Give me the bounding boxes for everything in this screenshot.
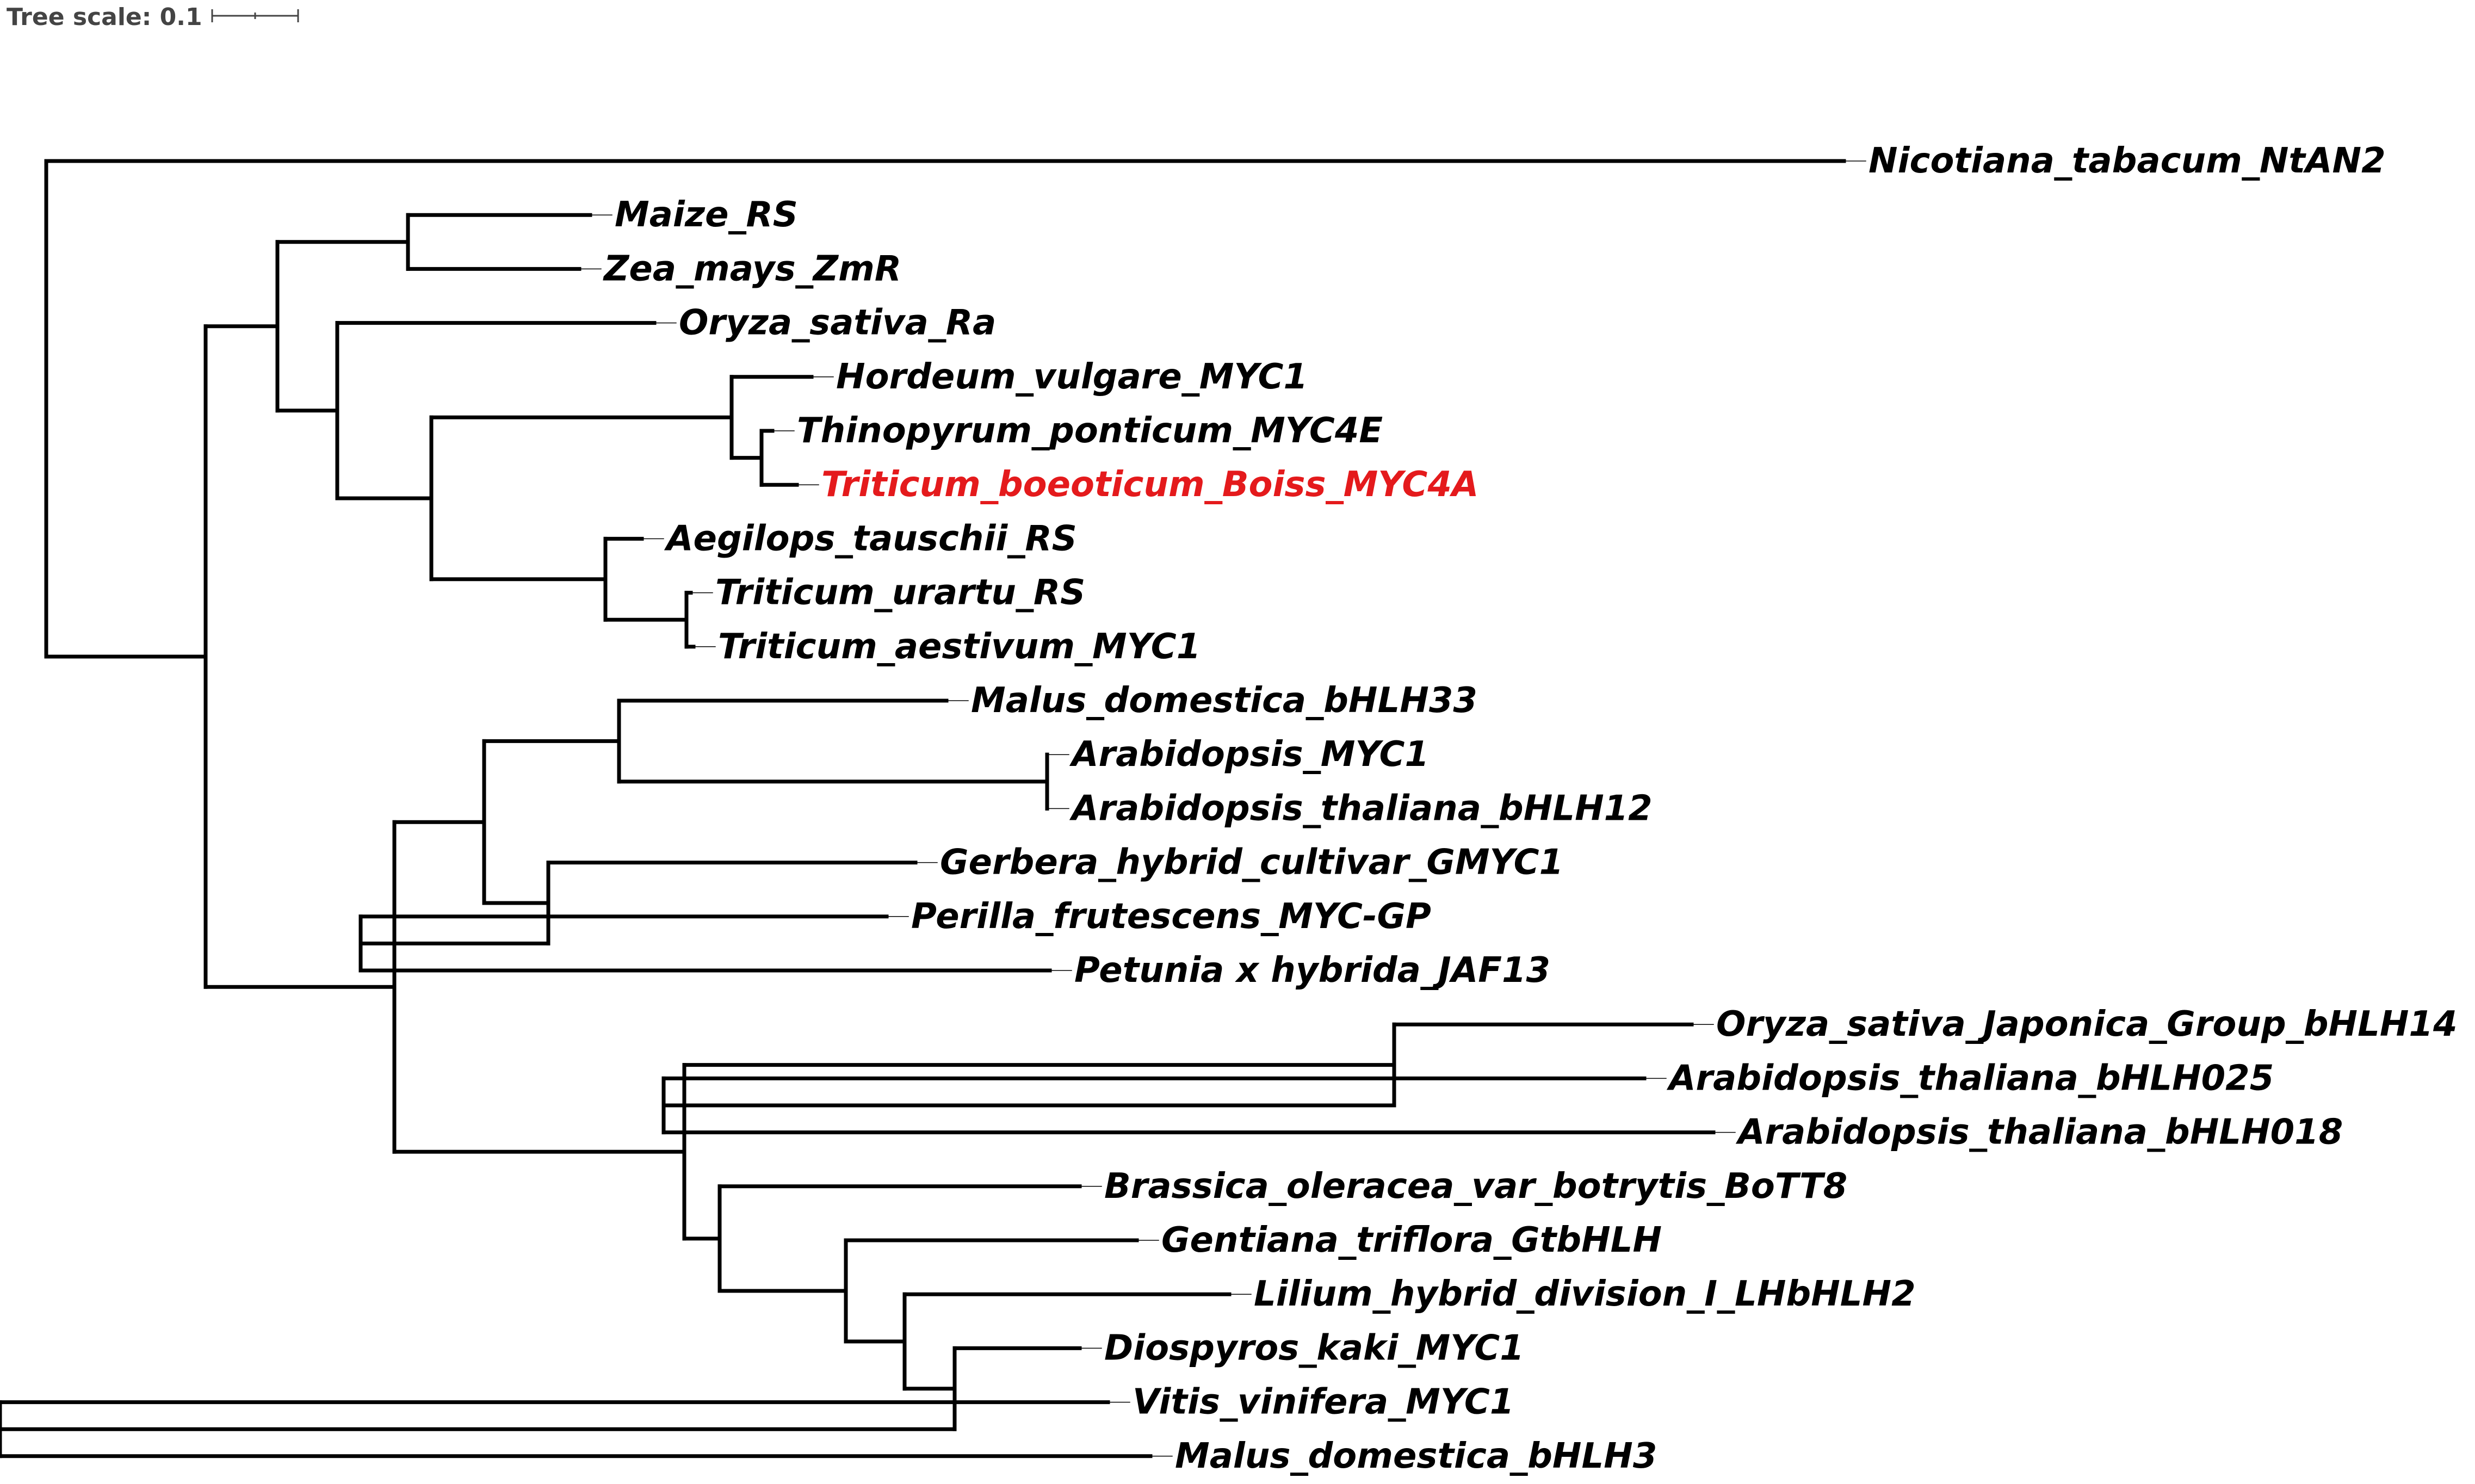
leaf-label-malus-bhlh33: Malus_domestica_bHLH33 — [971, 681, 1477, 721]
leaf-label-perilla-mycgp: Perilla_frutescens_MYC-GP — [911, 896, 1431, 937]
leaf-label-nicotiana-ntan2: Nicotiana_tabacum_NtAN2 — [1868, 141, 2386, 181]
leaf-label-brassica-bott8: Brassica_oleracea_var_botrytis_BoTT8 — [1104, 1166, 1847, 1207]
branch-lines — [0, 159, 1866, 1458]
leaf-label-gentiana-gtbhlh: Gentiana_triflora_GtbHLH — [1161, 1220, 1662, 1260]
leaf-label-triticum-urartu-rs: Triticum_urartu_RS — [715, 573, 1085, 613]
leaf-label-zea-zmr: Zea_mays_ZmR — [603, 249, 901, 289]
tree-scale-label: Tree scale: 0.1 — [7, 3, 202, 31]
leaf-label-hordeum-myc1: Hordeum_vulgare_MYC1 — [836, 357, 1308, 397]
leaf-label-petunia-jaf13: Petunia x hybrida_JAF13 — [1074, 950, 1550, 991]
leaf-label-arabidopsis-bhlh018: Arabidopsis_thaliana_bHLH018 — [1735, 1112, 2343, 1153]
leaf-label-oryza-bhlh14: Oryza_sativa_Japonica_Group_bHLH14 — [1716, 1004, 2457, 1044]
leaf-label-triticum-boeoticum-myc4a: Triticum_boeoticum_Boiss_MYC4A — [821, 465, 1478, 505]
leaf-label-arabidopsis-bhlh12: Arabidopsis_thaliana_bHLH12 — [1069, 788, 1653, 828]
leaf-label-aegilops-rs: Aegilops_tauschii_RS — [664, 518, 1077, 559]
leaf-label-triticum-aestivum-myc1: Triticum_aestivum_MYC1 — [718, 627, 1201, 667]
leaf-label-gerbera-gmyc1: Gerbera_hybrid_cultivar_GMYC1 — [940, 843, 1563, 883]
leaf-label-malus-bhlh3: Malus_domestica_bHLH3 — [1175, 1436, 1657, 1476]
leaf-label-lilium-lhbhlh2: Lilium_hybrid_division_I_LHbHLH2 — [1254, 1274, 1916, 1314]
leaf-label-diospyros-myc1: Diospyros_kaki_MYC1 — [1104, 1328, 1524, 1368]
leaf-label-arabidopsis-bhlh025: Arabidopsis_thaliana_bHLH025 — [1666, 1058, 2274, 1098]
leaf-label-arabidopsis-myc1: Arabidopsis_MYC1 — [1069, 734, 1429, 775]
leaf-label-maize-rs: Maize_RS — [615, 195, 798, 235]
leaf-label-thinopyrum-myc4e: Thinopyrum_ponticum_MYC4E — [797, 411, 1383, 451]
leaf-label-vitis-myc1: Vitis_vinifera_MYC1 — [1133, 1382, 1514, 1423]
leaf-label-oryza-ra: Oryza_sativa_Ra — [679, 303, 996, 343]
